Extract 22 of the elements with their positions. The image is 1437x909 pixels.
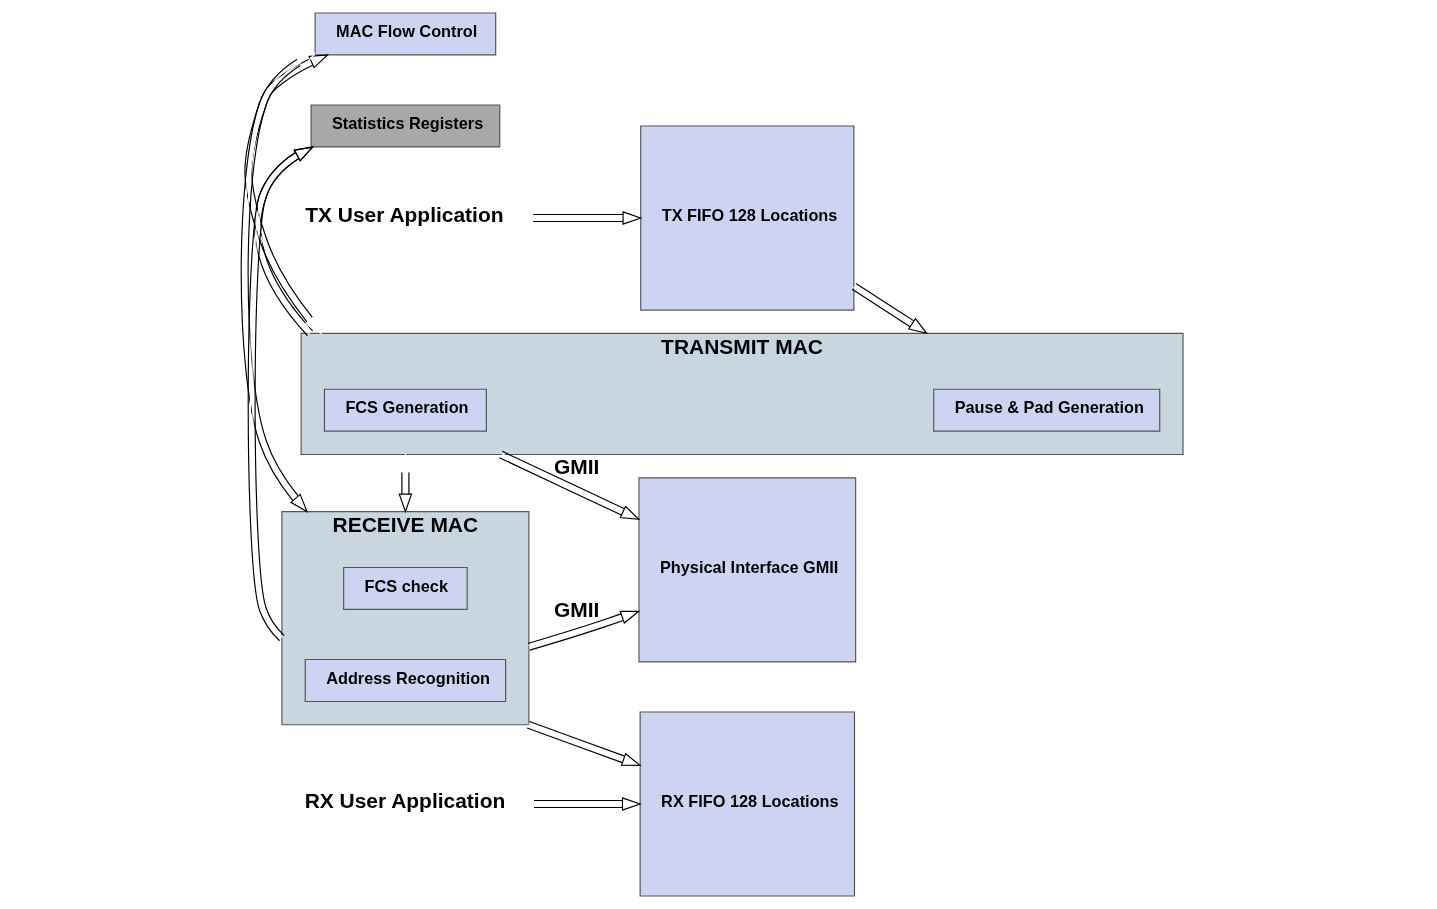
arrow	[498, 450, 641, 521]
node-text: RX User Application	[304, 788, 506, 812]
node-box: MAC Flow Control	[314, 12, 497, 56]
node-box: RX FIFO 128 Locations	[639, 711, 856, 897]
node-box: Physical Interface GMII	[638, 477, 857, 663]
arrow	[244, 54, 330, 335]
arrow	[240, 53, 317, 513]
edge-label: GMII	[553, 454, 600, 478]
node-box: Address Recognition	[304, 658, 507, 703]
node-text: TX User Application	[305, 202, 504, 226]
arrow	[398, 452, 413, 514]
arrow	[526, 720, 642, 766]
arrow	[254, 146, 315, 337]
node-box: TX FIFO 128 Locations	[640, 125, 855, 311]
arrow	[247, 146, 315, 642]
node-box: Pause & Pad Generation	[933, 388, 1161, 432]
arrow	[851, 282, 929, 335]
node-box: FCS check	[343, 566, 468, 611]
node-box: FCS Generation	[323, 388, 487, 432]
edge-label: GMII	[553, 597, 600, 621]
node-box: Statistics Registers	[310, 104, 501, 148]
arrow	[527, 610, 641, 651]
